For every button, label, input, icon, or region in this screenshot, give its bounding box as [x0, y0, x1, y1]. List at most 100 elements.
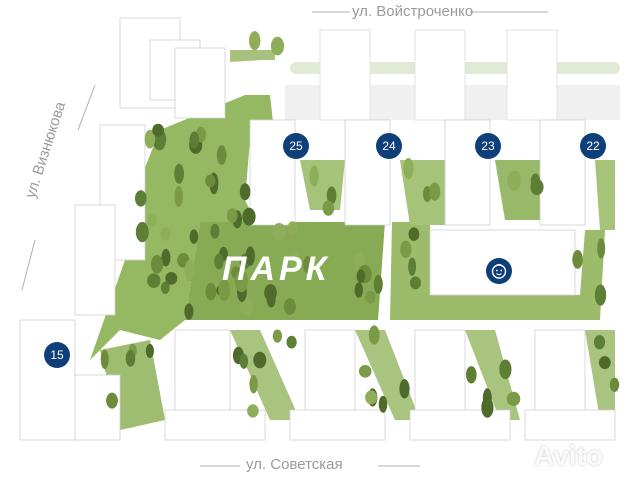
- tree-icon: [303, 255, 314, 274]
- tree-icon: [572, 250, 583, 269]
- tree-icon: [368, 325, 380, 345]
- tree-icon: [609, 377, 620, 392]
- street-arrows: [21, 11, 548, 467]
- kindergarten-marker[interactable]: [486, 258, 512, 284]
- tree-icon: [144, 129, 156, 149]
- tree-icon: [174, 185, 183, 208]
- tree-icon: [322, 200, 335, 216]
- tree-icon: [408, 257, 417, 276]
- tree-icon: [214, 253, 224, 270]
- tree-icon: [466, 366, 477, 384]
- building: [534, 329, 586, 416]
- tree-icon: [253, 351, 267, 369]
- building: [74, 204, 116, 316]
- tree-icon: [530, 173, 541, 188]
- tree-icon: [245, 246, 255, 266]
- tree-icon: [429, 182, 441, 201]
- park-label: ПАРК: [222, 250, 331, 288]
- tree-icon: [283, 298, 296, 315]
- tree-icon: [270, 36, 285, 56]
- tree-icon: [165, 272, 178, 285]
- tree-icon: [507, 170, 521, 191]
- tree-icon: [205, 282, 217, 301]
- tree-icon: [400, 240, 412, 259]
- tree-icon: [290, 252, 300, 274]
- tree-icon: [272, 223, 287, 241]
- tree-icon: [410, 276, 421, 290]
- tree-icon: [378, 395, 388, 413]
- building: [74, 374, 121, 441]
- building-marker-25[interactable]: 25: [283, 133, 309, 159]
- building-marker-15[interactable]: 15: [44, 342, 70, 368]
- tree-icon: [189, 229, 199, 244]
- tree-icon: [365, 390, 378, 405]
- tree-icon: [247, 404, 259, 418]
- tree-icon: [239, 183, 251, 201]
- tree-icon: [161, 248, 171, 267]
- tree-icon: [242, 207, 256, 226]
- tree-icon: [266, 292, 276, 308]
- building: [409, 409, 511, 441]
- tree-icon: [218, 279, 230, 302]
- tree-icon: [287, 221, 298, 236]
- tree-icon: [403, 157, 414, 180]
- tree-icon: [408, 227, 420, 241]
- tree-icon: [135, 190, 147, 207]
- trees: [100, 31, 620, 418]
- tree-icon: [272, 329, 283, 343]
- tree-icon: [594, 284, 607, 306]
- tree-icon: [373, 274, 383, 294]
- tree-icon: [174, 163, 185, 184]
- tree-icon: [399, 379, 410, 399]
- tree-icon: [356, 269, 366, 284]
- tree-icon: [184, 303, 194, 320]
- tree-icon: [146, 214, 158, 227]
- tree-icon: [234, 270, 249, 293]
- tree-icon: [106, 392, 118, 409]
- building: [174, 47, 226, 119]
- tree-icon: [482, 388, 492, 409]
- tree-icon: [598, 356, 611, 370]
- child-face-icon: [491, 263, 507, 279]
- tree-icon: [125, 349, 136, 367]
- building: [19, 319, 76, 441]
- building-marker-22[interactable]: 22: [580, 133, 606, 159]
- tree-icon: [249, 375, 258, 394]
- green-areas: [90, 50, 615, 430]
- street-label-bottom: ул. Советская: [246, 456, 343, 473]
- tree-icon: [160, 281, 170, 294]
- faded-top-area: [285, 29, 620, 121]
- tree-icon: [309, 165, 319, 187]
- building: [524, 409, 616, 441]
- tree-icon: [499, 359, 512, 380]
- street-label-top: ул. Войстроченко: [352, 3, 474, 20]
- avito-watermark: Avito: [534, 440, 603, 471]
- tree-icon: [226, 208, 238, 223]
- tree-icon: [354, 282, 363, 298]
- tree-icon: [189, 131, 200, 149]
- building: [539, 119, 586, 226]
- tree-icon: [249, 31, 261, 51]
- building-marker-24[interactable]: 24: [376, 133, 402, 159]
- tree-icon: [326, 186, 337, 205]
- building: [289, 409, 386, 441]
- building-marker-23[interactable]: 23: [475, 133, 501, 159]
- tree-icon: [150, 254, 164, 274]
- tree-icon: [286, 335, 297, 349]
- tree-icon: [205, 174, 216, 188]
- tree-icon: [216, 145, 227, 165]
- tree-icon: [100, 349, 109, 370]
- tree-icon: [358, 365, 372, 378]
- tree-icon: [160, 227, 171, 241]
- tree-icon: [593, 335, 606, 350]
- tree-icon: [135, 221, 149, 243]
- tree-icon: [506, 391, 521, 406]
- tree-icon: [152, 123, 165, 137]
- tree-icon: [365, 290, 376, 304]
- tree-icon: [597, 238, 606, 259]
- tree-icon: [210, 223, 220, 239]
- building: [174, 329, 231, 416]
- building: [304, 329, 356, 416]
